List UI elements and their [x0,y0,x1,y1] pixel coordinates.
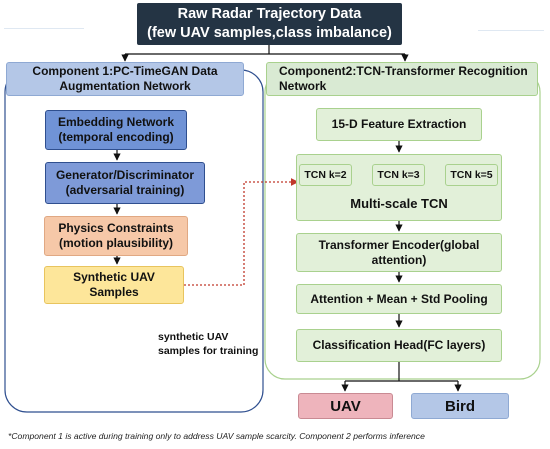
tcn-branch-k3: TCN k=3 [372,164,425,186]
component1-title-line1: Component 1:PC-TimeGAN Data [32,64,218,78]
component1-title-line2: Augmentation Network [59,79,191,93]
component2-title-box: Component2:TCN-Transformer Recognition N… [266,62,538,96]
tcn-k3-label: TCN k=3 [377,168,420,181]
component1-title-box: Component 1:PC-TimeGAN Data Augmentation… [6,62,244,96]
uav-output-box: UAV [298,393,393,419]
bird-label: Bird [445,397,475,415]
raw-radar-title-line2: (few UAV samples,class imbalance) [147,25,392,41]
embedding-network-box: Embedding Network (temporal encoding) [45,110,187,150]
bird-output-box: Bird [411,393,509,419]
faint-artifact-left [4,28,84,38]
tcn-branch-k2: TCN k=2 [299,164,352,186]
footnote-text: *Component 1 is active during training o… [8,431,425,441]
component2-title-line1: Component2:TCN-Transformer Recognition [279,64,528,78]
feature-extraction-box: 15-D Feature Extraction [316,108,482,141]
raw-radar-title-line1: Raw Radar Trajectory Data [177,6,362,22]
feature-extraction-label: 15-D Feature Extraction [331,117,467,131]
pooling-label: Attention + Mean + Std Pooling [310,291,488,306]
synthetic-note-line2: samples for training [158,345,259,357]
synthetic-note: synthetic UAV samples for training [158,330,268,358]
raw-radar-data-box: Raw Radar Trajectory Data (few UAV sampl… [137,3,402,45]
transformer-encoder-box: Transformer Encoder(global attention) [296,233,502,272]
dashed-arrow-synthetic-to-tcn [184,178,299,286]
tcn-k5-label: TCN k=5 [450,168,493,181]
classification-head-box: Classification Head(FC layers) [296,329,502,362]
synthetic-uav-box: Synthetic UAV Samples [44,266,184,304]
tcn-branch-k5: TCN k=5 [445,164,498,186]
footnote: *Component 1 is active during training o… [8,431,548,441]
classification-label: Classification Head(FC layers) [312,338,486,352]
uav-label: UAV [330,397,361,415]
transformer-line1: Transformer Encoder(global [318,237,480,252]
pooling-box: Attention + Mean + Std Pooling [296,284,502,314]
generator-discriminator-box: Generator/Discriminator (adversarial tra… [45,162,205,204]
embedding-line2: (temporal encoding) [58,130,174,144]
synthetic-note-line1: synthetic UAV [158,331,229,343]
synthetic-line1: Synthetic UAV [73,270,155,284]
generator-line1: Generator/Discriminator [55,168,195,182]
multiscale-tcn-label: Multi-scale TCN [296,192,502,214]
synthetic-line2: Samples [89,285,139,299]
tcn-k2-label: TCN k=2 [304,168,347,181]
physics-constraints-box: Physics Constraints (motion plausibility… [44,216,188,256]
faint-artifact-right [478,30,544,40]
multiscale-tcn-text: Multi-scale TCN [350,195,448,211]
physics-line2: (motion plausibility) [59,236,173,250]
component2-title-line2: Network [279,79,327,93]
transformer-line2: attention) [371,252,427,267]
physics-line1: Physics Constraints [58,221,174,235]
embedding-line1: Embedding Network [57,115,174,129]
generator-line2: (adversarial training) [65,183,185,197]
